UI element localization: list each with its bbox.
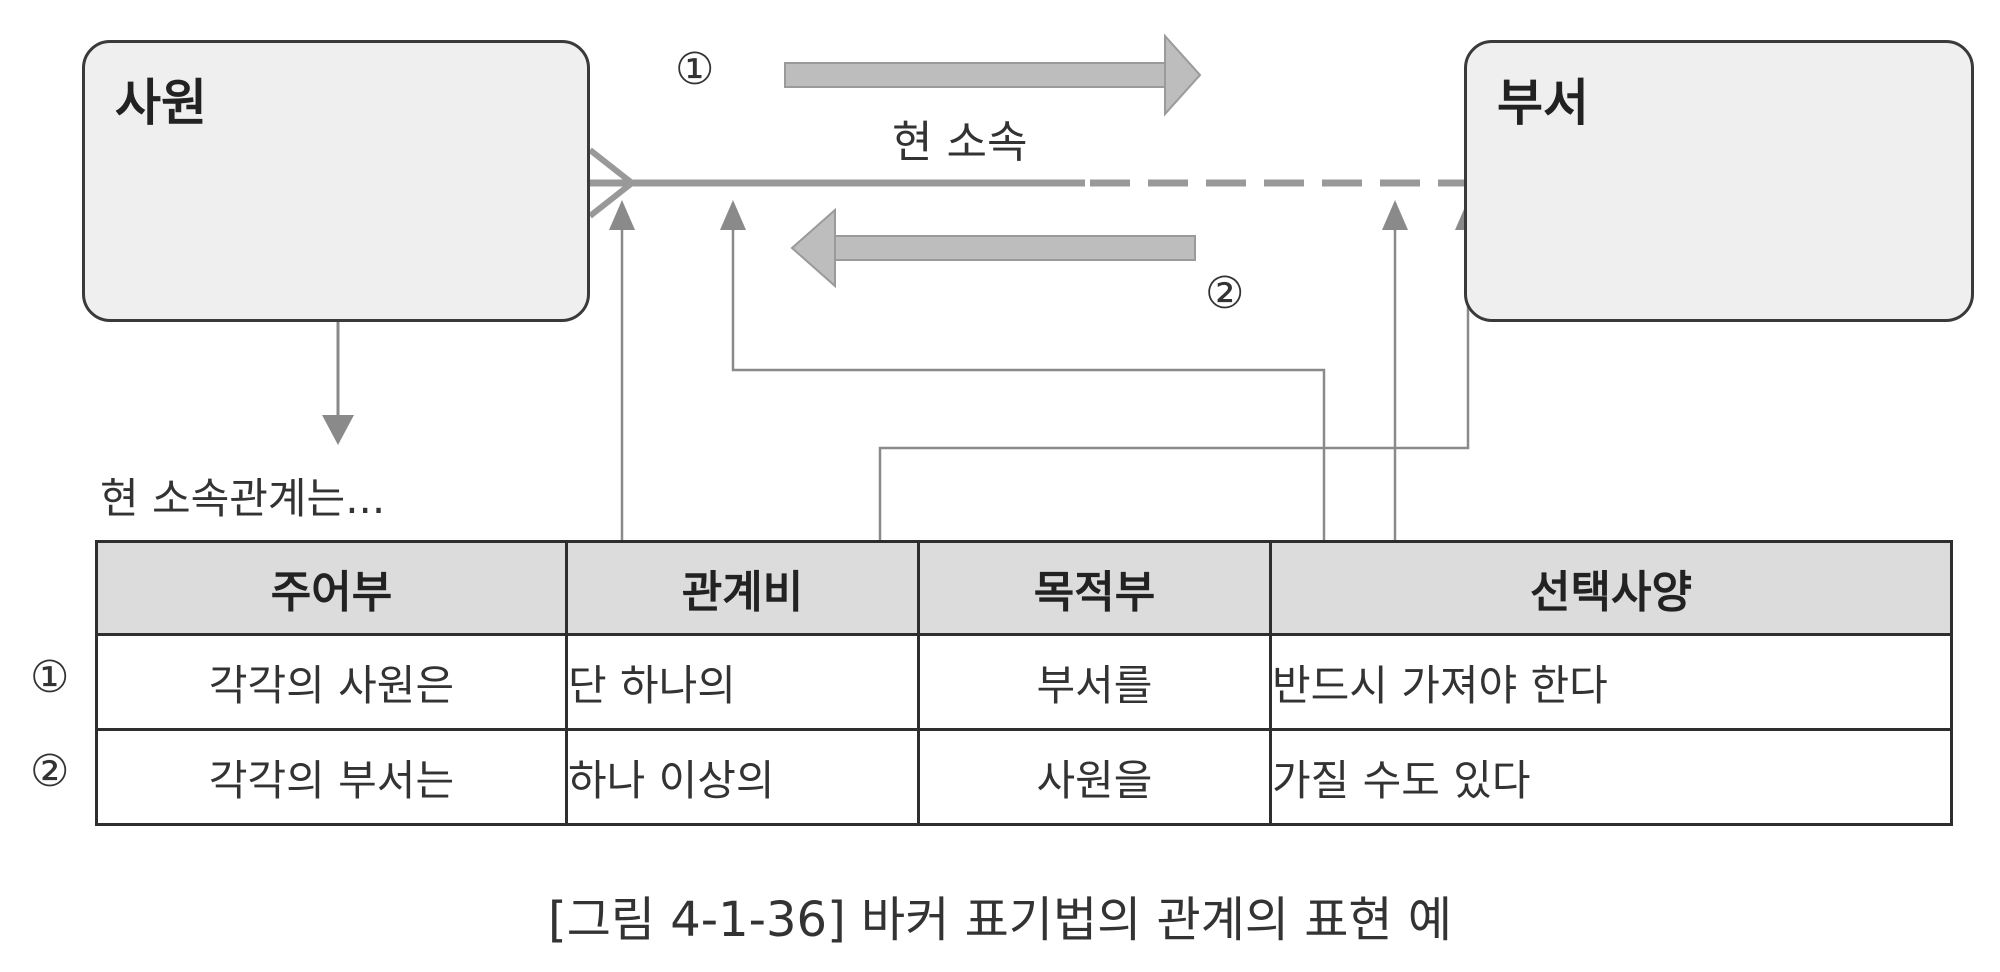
direction-arrow-right-icon <box>784 33 1202 117</box>
department-entity-label: 부서 <box>1497 74 1589 132</box>
table-row: 각각의 부서는 하나 이상의 사원을 가질 수도 있다 <box>95 728 1953 826</box>
cell-optionality: 반드시 가져야 한다 <box>1269 633 1953 731</box>
table-header-row: 주어부 관계비 목적부 선택사양 <box>95 540 1953 636</box>
cell-object: 부서를 <box>917 633 1272 731</box>
header-subject: 주어부 <box>95 540 568 636</box>
note-pointer-arrowhead <box>322 415 354 445</box>
cell-object: 사원을 <box>917 728 1272 826</box>
relationship-sentence-table: 주어부 관계비 목적부 선택사양 각각의 사원은 단 하나의 부서를 반드시 가… <box>95 540 1953 826</box>
marker-one: ① <box>675 44 715 95</box>
employee-entity-box: 사원 <box>82 40 590 322</box>
cell-relation: 하나 이상의 <box>565 728 920 826</box>
department-entity-box: 부서 <box>1464 40 1974 322</box>
row-number-2: ② <box>30 746 70 797</box>
relationship-label: 현 소속 <box>892 117 1028 168</box>
cell-subject: 각각의 부서는 <box>95 728 568 826</box>
row-number-1: ① <box>30 652 70 703</box>
header-optionality: 선택사양 <box>1269 540 1953 636</box>
table-row: 각각의 사원은 단 하나의 부서를 반드시 가져야 한다 <box>95 633 1953 731</box>
crows-foot-icon <box>588 147 634 219</box>
employee-entity-label: 사원 <box>115 74 207 132</box>
header-relation: 관계비 <box>565 540 920 636</box>
figure-caption: [그림 4-1-36] 바커 표기법의 관계의 표현 예 <box>547 892 1453 948</box>
direction-arrow-left-icon <box>790 207 1196 289</box>
header-object: 목적부 <box>917 540 1272 636</box>
cell-optionality: 가질 수도 있다 <box>1269 728 1953 826</box>
leader-arrowheads <box>609 200 1481 230</box>
cell-relation: 단 하나의 <box>565 633 920 731</box>
cell-subject: 각각의 사원은 <box>95 633 568 731</box>
note-text: 현 소속관계는... <box>100 474 386 523</box>
marker-two: ② <box>1205 268 1245 319</box>
